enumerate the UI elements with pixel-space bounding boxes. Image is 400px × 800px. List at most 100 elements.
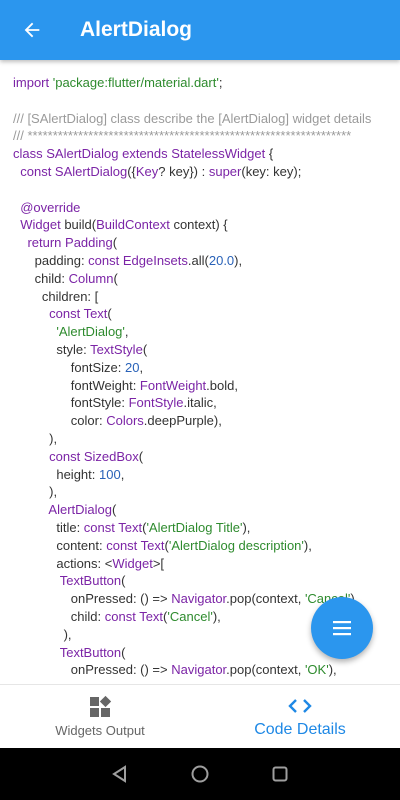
code-token: SizedBox <box>83 448 139 464</box>
code-token: child: <box>13 270 69 286</box>
code-line: padding: const EdgeInsets.all(20.0), <box>13 252 400 270</box>
code-line: AlertDialog( <box>13 501 400 519</box>
code-token: .pop(context, <box>226 662 305 678</box>
nav-item-code-details[interactable]: Code Details <box>200 685 400 748</box>
code-token: content: <box>13 537 107 553</box>
code-token: .pop(context, <box>226 591 305 607</box>
code-token: ), <box>303 537 312 553</box>
code-token: @override <box>20 199 81 215</box>
code-token: , <box>139 359 144 375</box>
code-token: ), <box>328 662 337 678</box>
nav-home-icon[interactable] <box>190 764 210 784</box>
code-view[interactable]: import 'package:flutter/material.dart'; /… <box>0 60 400 684</box>
code-token: ( <box>107 306 112 322</box>
code-token: Text <box>139 608 164 624</box>
code-token: TextButton <box>59 644 122 660</box>
code-token: import <box>13 75 53 90</box>
code-line: fontStyle: FontStyle.italic, <box>13 394 400 412</box>
code-line: /// ************************************… <box>13 127 400 145</box>
code-line: import 'package:flutter/material.dart'; <box>13 74 400 92</box>
code-token <box>13 502 48 517</box>
code-line: title: const Text('AlertDialog Title'), <box>13 519 400 537</box>
nav-label-widgets-output: Widgets Output <box>55 723 145 738</box>
code-token: ), <box>242 519 251 535</box>
code-token: ), <box>212 608 221 624</box>
code-token: , <box>124 324 129 340</box>
code-token: Text <box>118 519 143 535</box>
nav-item-widgets-output[interactable]: Widgets Output <box>0 685 200 748</box>
code-line: const SAlertDialog({Key? key}) : super(k… <box>13 163 400 181</box>
code-token <box>13 449 49 464</box>
code-line: ), <box>13 483 400 501</box>
code-token: Key <box>135 163 159 179</box>
page-title: AlertDialog <box>80 18 193 41</box>
menu-fab-button[interactable] <box>311 597 373 659</box>
back-button[interactable] <box>12 10 52 50</box>
code-token: style: <box>13 341 91 357</box>
code-line: /// [SAlertDialog] class describe the [A… <box>13 110 400 128</box>
code-token: ; <box>218 75 223 90</box>
code-token: AlertDialog <box>48 502 112 518</box>
code-token <box>13 573 60 588</box>
code-line: 'AlertDialog', <box>13 323 400 341</box>
code-token: super <box>208 163 242 179</box>
code-token: title: <box>13 519 84 535</box>
code-token: fontSize: <box>13 359 125 375</box>
code-token <box>13 645 60 660</box>
code-token: ), <box>234 252 243 268</box>
code-line <box>13 181 400 199</box>
code-token: FontStyle <box>128 395 184 411</box>
code-token: context) { <box>169 217 228 233</box>
code-token: TextButton <box>59 573 122 589</box>
code-token: /// [SAlertDialog] class describe the [A… <box>13 110 372 126</box>
bottom-navigation: Widgets Output Code Details <box>0 684 400 748</box>
code-token: 'package:flutter/material.dart' <box>52 75 219 90</box>
nav-back-icon[interactable] <box>110 764 130 784</box>
code-token: 'OK' <box>304 662 329 678</box>
widgets-icon <box>90 695 112 717</box>
code-line: actions: <Widget>[ <box>13 555 400 573</box>
code-token: ( <box>121 573 126 589</box>
code-token: ( <box>163 608 168 624</box>
code-line: return Padding( <box>13 234 400 252</box>
code-token: .bold, <box>206 377 238 393</box>
code-token: 20.0 <box>208 252 235 268</box>
code-token: actions: < <box>13 555 113 571</box>
code-line: const Text( <box>13 305 400 323</box>
code-token: fontStyle: <box>13 395 129 411</box>
code-token: .all( <box>187 252 209 268</box>
code-line: Widget build(BuildContext context) { <box>13 216 400 234</box>
code-token: color: <box>13 413 107 429</box>
code-token: Navigator <box>171 662 227 678</box>
code-token: const <box>88 252 123 268</box>
code-line: child: const Text('Cancel'), <box>13 608 400 626</box>
code-line: @override <box>13 199 400 217</box>
code-token: children: [ <box>13 288 99 304</box>
code-token: SAlertDialog <box>54 163 128 179</box>
code-token: ), <box>13 484 58 500</box>
nav-recents-icon[interactable] <box>270 764 290 784</box>
code-token: build( <box>60 217 97 233</box>
code-token: ({ <box>127 163 136 179</box>
app-bar: AlertDialog <box>0 0 400 60</box>
code-token: TextStyle <box>90 341 143 357</box>
menu-icon <box>333 621 351 636</box>
code-token: const <box>106 537 141 553</box>
code-token: Widget <box>112 555 153 571</box>
code-token: 'AlertDialog Title' <box>146 519 243 535</box>
code-token: ( <box>113 270 118 286</box>
code-token: Colors <box>106 413 144 429</box>
code-token: child: <box>13 608 105 624</box>
code-token: ( <box>112 235 118 251</box>
system-navigation-bar <box>0 748 400 800</box>
code-token: EdgeInsets <box>122 252 188 268</box>
code-line: onPressed: () => Navigator.pop(context, … <box>13 590 400 608</box>
code-line: ), <box>13 626 400 644</box>
code-token: const <box>49 448 84 464</box>
code-token: StatelessWidget <box>171 146 266 162</box>
code-token: FontWeight <box>139 377 207 393</box>
code-token: const <box>20 163 55 179</box>
code-token: 'Cancel' <box>167 608 213 624</box>
code-token: fontWeight: <box>13 377 140 393</box>
code-token: 100 <box>99 466 121 482</box>
